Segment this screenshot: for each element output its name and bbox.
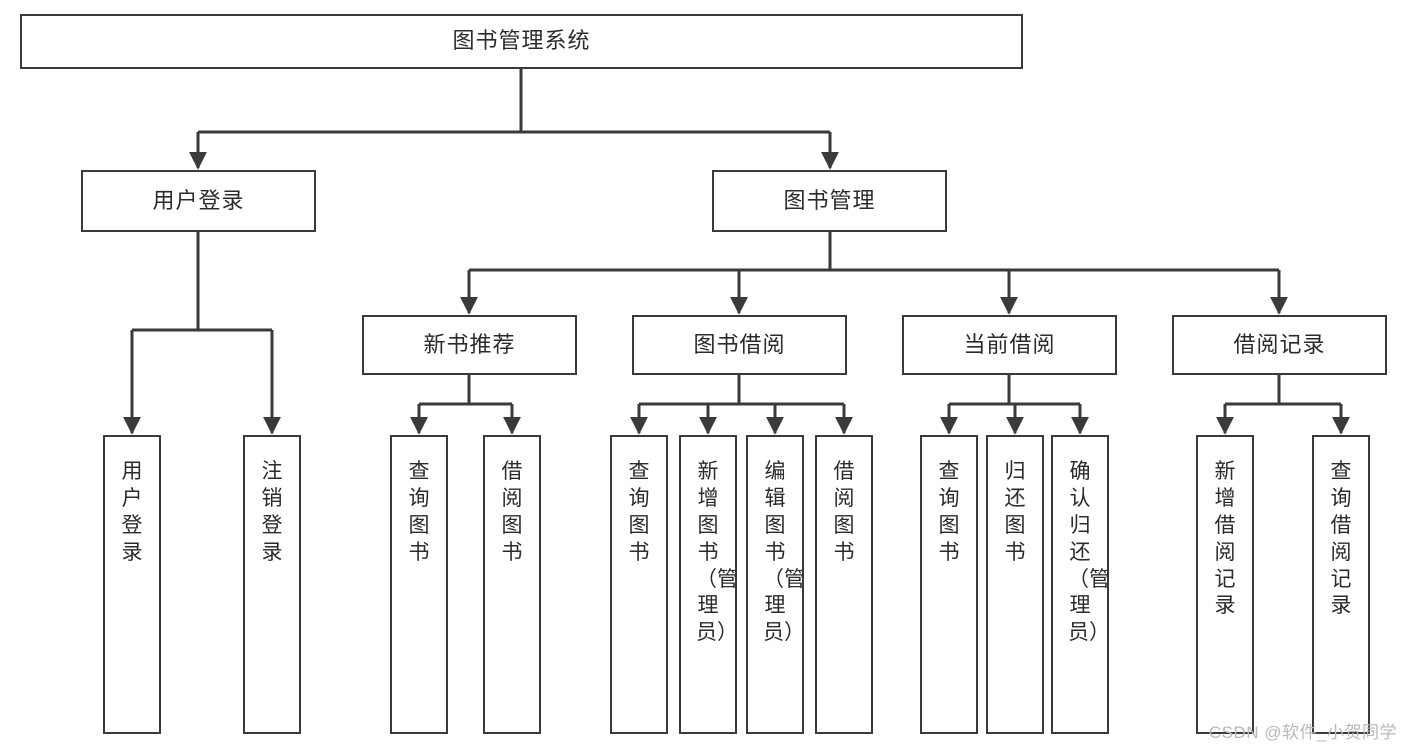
watermark-text: CSDN @软件_小贺同学 (1208, 723, 1397, 742)
node-leaf-confirm-return-label: 确认归还（管理员） (1068, 460, 1110, 645)
node-leaf-query-book-3[interactable]: 查询图书 (920, 435, 978, 734)
node-leaf-confirm-return[interactable]: 确认归还（管理员） (1051, 435, 1110, 734)
node-leaf-borrow-book-2-label: 借阅图书 (833, 460, 855, 564)
node-leaf-user-login[interactable]: 用户登录 (103, 435, 161, 734)
node-leaf-logout-label: 注销登录 (261, 460, 283, 564)
node-leaf-query-book-3-label: 查询图书 (938, 460, 960, 564)
node-leaf-query-book-2-label: 查询图书 (628, 460, 650, 564)
node-root-label: 图书管理系统 (452, 28, 591, 54)
node-book-borrow-label: 图书借阅 (693, 331, 786, 357)
node-leaf-edit-book[interactable]: 编辑图书（管理员） (746, 435, 805, 734)
node-new-book-recommend[interactable]: 新书推荐 (362, 315, 577, 375)
node-book-manage[interactable]: 图书管理 (712, 170, 947, 232)
node-leaf-user-login-label: 用户登录 (121, 460, 143, 564)
node-leaf-add-book[interactable]: 新增图书（管理员） (679, 435, 738, 734)
node-book-manage-label: 图书管理 (783, 187, 876, 213)
node-leaf-query-book-1-label: 查询图书 (408, 460, 430, 564)
node-leaf-borrow-book-1-label: 借阅图书 (501, 460, 523, 564)
node-book-borrow[interactable]: 图书借阅 (632, 315, 847, 375)
node-root[interactable]: 图书管理系统 (20, 14, 1023, 69)
node-user-login[interactable]: 用户登录 (81, 170, 316, 232)
node-leaf-query-book-1[interactable]: 查询图书 (390, 435, 448, 734)
node-leaf-add-borrow-record[interactable]: 新增借阅记录 (1196, 435, 1254, 734)
node-leaf-logout[interactable]: 注销登录 (243, 435, 301, 734)
node-leaf-borrow-book-1[interactable]: 借阅图书 (483, 435, 541, 734)
node-leaf-edit-book-label: 编辑图书（管理员） (763, 460, 805, 645)
node-leaf-query-borrow-record[interactable]: 查询借阅记录 (1312, 435, 1370, 734)
node-borrow-record-label: 借阅记录 (1233, 331, 1326, 357)
node-current-borrow[interactable]: 当前借阅 (902, 315, 1117, 375)
node-leaf-borrow-book-2[interactable]: 借阅图书 (815, 435, 873, 734)
node-leaf-add-borrow-record-label: 新增借阅记录 (1214, 460, 1236, 618)
node-leaf-return-book[interactable]: 归还图书 (986, 435, 1044, 734)
node-leaf-query-borrow-record-label: 查询借阅记录 (1330, 460, 1352, 618)
node-leaf-query-book-2[interactable]: 查询图书 (610, 435, 668, 734)
node-leaf-return-book-label: 归还图书 (1004, 460, 1026, 564)
node-new-book-recommend-label: 新书推荐 (423, 331, 516, 357)
node-user-login-label: 用户登录 (152, 187, 245, 213)
node-current-borrow-label: 当前借阅 (963, 331, 1056, 357)
node-borrow-record[interactable]: 借阅记录 (1172, 315, 1387, 375)
node-leaf-add-book-label: 新增图书（管理员） (696, 460, 738, 645)
